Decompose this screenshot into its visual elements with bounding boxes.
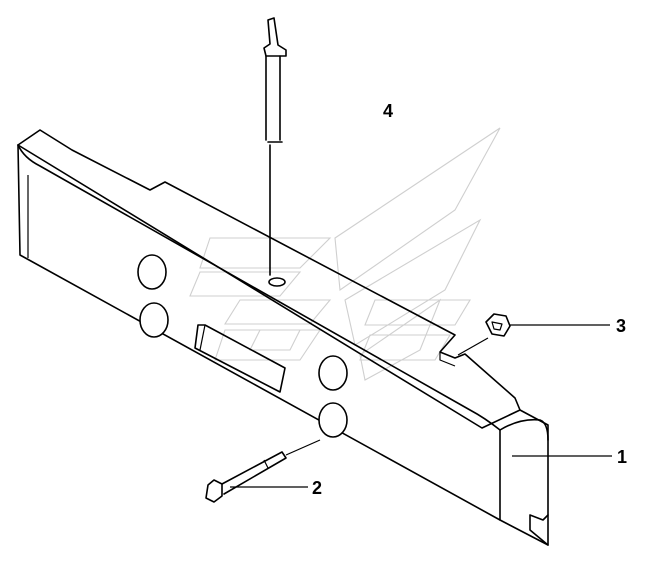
watermark-logo [189, 127, 501, 381]
callout-label-4: 4 [383, 101, 393, 121]
callout-label-3: 3 [616, 316, 626, 336]
counterweight-body [17, 129, 549, 546]
mounting-hole [318, 355, 348, 391]
leader-lines [230, 324, 612, 488]
nut [457, 313, 511, 356]
mounting-hole [137, 254, 167, 290]
top-slot [268, 277, 286, 287]
lifting-slot [194, 324, 286, 393]
mounting-holes [137, 254, 348, 438]
callout-label-2: 2 [312, 478, 322, 498]
retaining-pin [263, 17, 287, 276]
callout-label-1: 1 [617, 447, 627, 467]
bolt [205, 439, 321, 503]
mounting-hole [318, 402, 348, 438]
mounting-hole [139, 302, 169, 338]
